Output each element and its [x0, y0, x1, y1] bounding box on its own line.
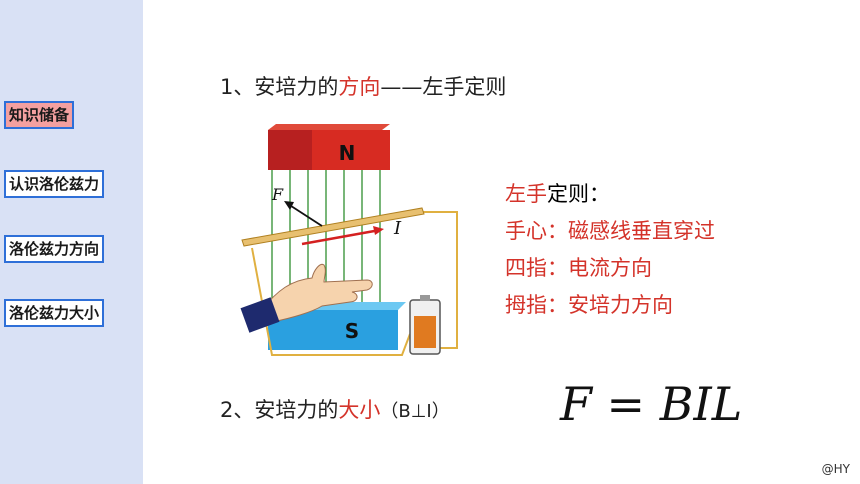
conductor-rod — [241, 207, 425, 247]
rule-title-rest: 定则： — [547, 182, 610, 206]
north-label: N — [339, 141, 356, 165]
south-label: S — [345, 319, 359, 343]
force-arrowhead — [284, 201, 294, 210]
formula-rhs: BIL — [659, 377, 743, 431]
force-arrow — [287, 203, 323, 227]
rule-title: 左手定则： — [505, 176, 715, 213]
heading-magnitude-suffix: （B⊥I） — [380, 401, 450, 422]
formula-equals: = — [606, 377, 646, 431]
sidebar: 知识储备 认识洛伦兹力 洛伦兹力方向 洛伦兹力大小 — [0, 0, 143, 484]
formula-lhs: F — [560, 377, 592, 431]
current-label: I — [393, 218, 402, 239]
sidebar-item-lorentz-direction[interactable]: 洛伦兹力方向 — [4, 235, 105, 263]
heading-magnitude-prefix: 2、安培力的 — [220, 398, 339, 422]
heading-direction-suffix: ——左手定则 — [380, 75, 507, 99]
rule-line-palm: 手心：磁感线垂直穿过 — [505, 219, 715, 243]
heading-direction: 1、安培力的方向——左手定则 — [220, 71, 506, 101]
heading-direction-highlight: 方向 — [338, 75, 381, 99]
left-hand-rule-text: 左手定则： 手心：磁感线垂直穿过 四指：电流方向 拇指：安培力方向 — [505, 176, 715, 324]
north-magnet-top — [268, 124, 390, 130]
sidebar-item-lorentz-magnitude[interactable]: 洛伦兹力大小 — [4, 299, 105, 327]
circuit-wire-right — [422, 211, 458, 349]
sidebar-item-knowledge[interactable]: 知识储备 — [4, 101, 75, 129]
battery-label — [414, 316, 436, 348]
heading-magnitude-highlight: 大小 — [338, 398, 381, 422]
rule-line-thumb: 拇指：安培力方向 — [505, 293, 673, 317]
rule-line-fingers: 四指：电流方向 — [505, 256, 652, 280]
heading-magnitude: 2、安培力的大小（B⊥I） — [220, 394, 450, 424]
current-arrow — [301, 228, 381, 246]
force-label: F — [271, 185, 284, 204]
left-hand — [261, 263, 373, 323]
sidebar-item-lorentz-intro[interactable]: 认识洛伦兹力 — [4, 170, 105, 198]
left-hand-rule-diagram: N S I F — [240, 124, 458, 356]
watermark: @HY — [821, 462, 850, 476]
current-arrowhead — [373, 226, 384, 235]
sleeve — [240, 297, 280, 333]
ampere-force-formula: F = BIL — [560, 377, 742, 431]
north-magnet-front — [312, 130, 390, 170]
rule-title-highlight: 左手 — [505, 182, 547, 206]
heading-direction-prefix: 1、安培力的 — [220, 75, 339, 99]
battery-terminal — [420, 295, 430, 301]
